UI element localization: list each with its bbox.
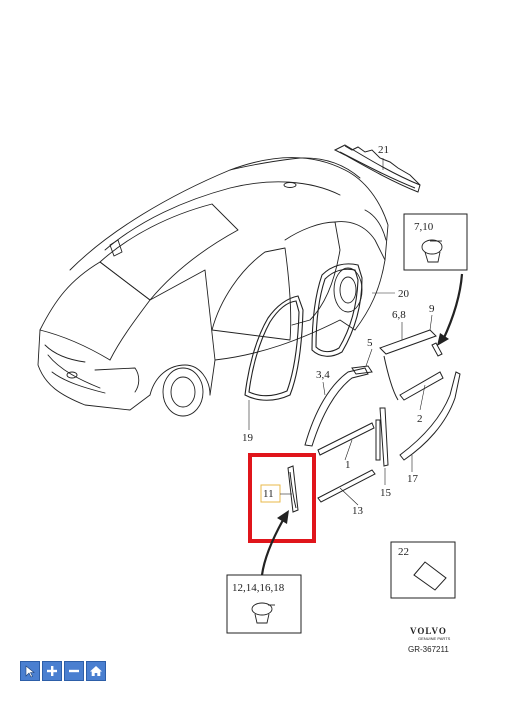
cursor-icon xyxy=(25,665,35,678)
label-3-4: 3,4 xyxy=(316,369,330,381)
leader-lines xyxy=(248,158,433,506)
genuine-parts-text: GENUINE PARTS xyxy=(418,636,451,641)
label-22: 22 xyxy=(398,546,409,558)
zoom-in-button[interactable] xyxy=(42,661,62,681)
clip-icon xyxy=(251,602,275,624)
door-seals xyxy=(304,329,461,503)
part-labels: 21 7,10 20 9 6,8 5 3,4 19 2 1 11 15 17 1… xyxy=(232,144,435,594)
label-9: 9 xyxy=(429,303,435,315)
home-icon xyxy=(90,666,102,676)
diagram-reference: GR-367211 xyxy=(408,645,449,654)
label-1: 1 xyxy=(345,459,351,471)
inset-box-12-14-16-18 xyxy=(226,574,302,634)
seal-21 xyxy=(333,144,421,193)
label-11-box xyxy=(260,484,281,503)
zoom-out-button[interactable] xyxy=(64,661,84,681)
zoom-in-icon xyxy=(47,666,57,676)
label-17: 17 xyxy=(407,473,419,485)
clip-icon xyxy=(421,239,443,263)
label-15: 15 xyxy=(380,487,392,499)
label-6-8: 6,8 xyxy=(392,309,406,321)
label-20: 20 xyxy=(398,288,410,300)
label-5: 5 xyxy=(367,337,373,349)
car-body xyxy=(37,157,389,417)
part-11-seal xyxy=(287,465,299,513)
highlight-box xyxy=(248,453,316,543)
label-12-14-16-18: 12,14,16,18 xyxy=(232,582,285,594)
label-2: 2 xyxy=(417,413,423,425)
label-19: 19 xyxy=(242,432,254,444)
pad-icon xyxy=(413,561,447,591)
seal-19 xyxy=(244,295,304,401)
label-21: 21 xyxy=(378,144,389,156)
branding: VOLVO GENUINE PARTS GR-367211 xyxy=(408,626,451,654)
label-13: 13 xyxy=(352,505,364,517)
cursor-button[interactable] xyxy=(20,661,40,681)
label-11: 11 xyxy=(263,488,274,500)
seal-20 xyxy=(311,263,363,357)
callout-arrows xyxy=(260,273,464,576)
inset-box-22 xyxy=(390,541,456,599)
label-7-10: 7,10 xyxy=(414,221,434,233)
inset-box-7-10 xyxy=(403,213,468,271)
home-button[interactable] xyxy=(86,661,106,681)
volvo-logo: VOLVO xyxy=(410,626,447,636)
zoom-out-icon xyxy=(69,669,79,673)
viewer-toolbar xyxy=(20,661,106,681)
